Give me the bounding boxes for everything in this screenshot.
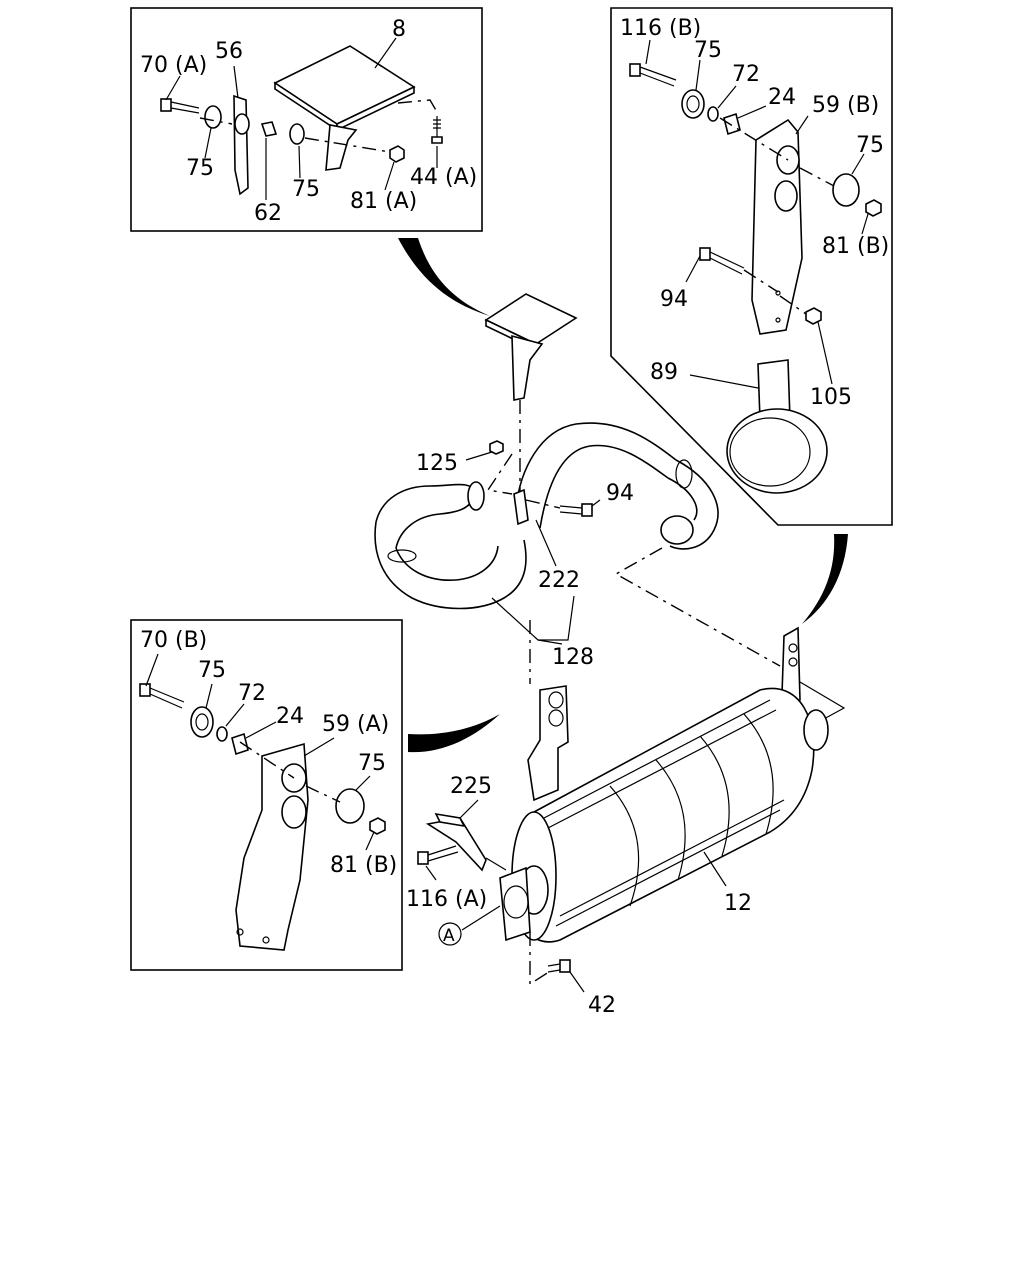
callout-59b: 59 (B) — [812, 93, 879, 118]
exhaust-pipe-222 — [374, 422, 719, 610]
nut-105 — [805, 307, 822, 325]
reference-marker-a — [438, 922, 462, 946]
callout-72: 72 — [732, 62, 760, 87]
detail-box-top-left — [130, 7, 483, 232]
callout-75: 75 — [358, 751, 386, 776]
callout-62: 62 — [254, 201, 282, 226]
callout-75: 75 — [198, 658, 226, 683]
callout-arc-top-right — [802, 534, 848, 624]
clamp-89 — [726, 359, 828, 494]
callout-56: 56 — [215, 39, 243, 64]
callout-125: 125 — [416, 451, 458, 476]
bolt-116b — [629, 63, 677, 87]
callout-44a: 44 (A) — [410, 165, 477, 190]
callout-70b: 70 (B) — [140, 628, 207, 653]
bolt-70a — [160, 98, 200, 114]
callout-24: 24 — [768, 85, 796, 110]
callout-59a: 59 (A) — [322, 712, 389, 737]
bolt-70b — [139, 683, 185, 709]
callout-72: 72 — [238, 681, 266, 706]
callout-arc-top-left — [398, 238, 490, 316]
callout-81b: 81 (B) — [822, 234, 889, 259]
callout-94: 94 — [606, 481, 634, 506]
detail-box-bottom-left — [130, 619, 403, 971]
callout-42: 42 — [588, 993, 616, 1018]
bolt-94-mid — [559, 503, 593, 517]
callout-105: 105 — [810, 385, 852, 410]
bushing-75 — [204, 105, 222, 129]
callout-a: A — [443, 926, 455, 946]
bolt-42 — [547, 959, 571, 973]
callout-75: 75 — [292, 177, 320, 202]
callout-75: 75 — [186, 156, 214, 181]
part-number-labels: 8 56 70 (A) 75 62 75 81 (A) 44 (A) 116 (… — [140, 16, 889, 1018]
callout-225: 225 — [450, 774, 492, 799]
bracket-56 — [233, 94, 249, 196]
callout-8: 8 — [392, 17, 406, 42]
callout-81b: 81 (B) — [330, 853, 397, 878]
callout-70a: 70 (A) — [140, 53, 207, 78]
callout-222: 222 — [538, 568, 580, 593]
bolt-116a — [417, 845, 459, 865]
callout-81a: 81 (A) — [350, 189, 417, 214]
main-assembly — [374, 293, 846, 993]
detail-box-top-right — [610, 7, 893, 526]
callout-75: 75 — [694, 38, 722, 63]
callout-12: 12 — [724, 891, 752, 916]
hanger-bracket-59a — [235, 742, 309, 951]
callout-24: 24 — [276, 704, 304, 729]
callout-128: 128 — [552, 645, 594, 670]
callout-94: 94 — [660, 287, 688, 312]
callout-116a: 116 (A) — [406, 887, 487, 912]
callout-75: 75 — [856, 133, 884, 158]
callout-arc-bottom-left — [408, 714, 500, 753]
mounting-plate-8 — [273, 45, 416, 125]
callout-89: 89 — [650, 360, 678, 385]
nut-81a — [389, 145, 405, 163]
bolt-94 — [699, 247, 745, 275]
bolt-44a — [431, 116, 443, 144]
sleeve-62 — [260, 121, 278, 137]
bracket-225 — [425, 812, 507, 872]
muffler-12 — [499, 687, 829, 943]
callout-116b: 116 (B) — [620, 16, 701, 41]
